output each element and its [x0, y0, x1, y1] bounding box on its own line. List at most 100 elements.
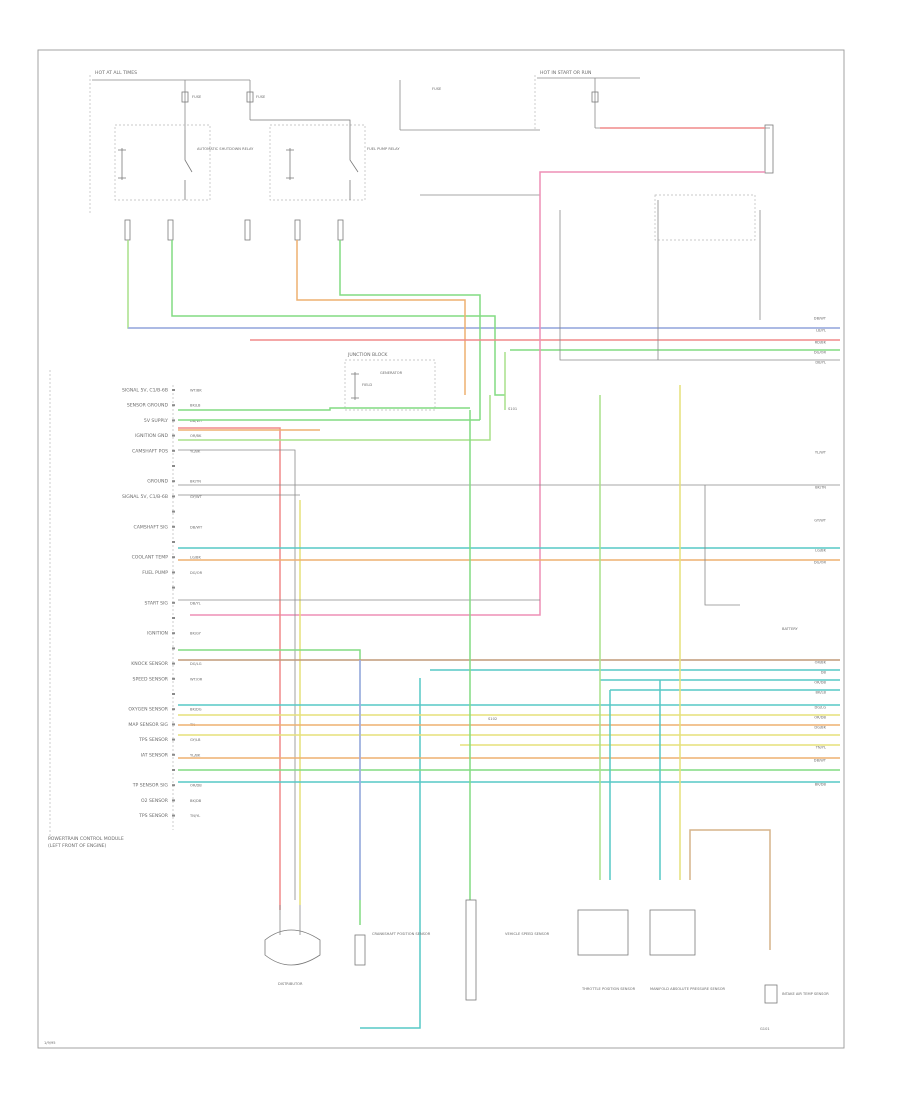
pcm-pin-label: SPEED SENSOR: [133, 676, 169, 682]
pcm-pin: [172, 480, 175, 483]
splice-s101: S101: [508, 407, 517, 411]
distributor-label: DISTRIBUTOR: [278, 982, 303, 986]
pcm-wire-code: BK/DB: [190, 799, 202, 803]
right-wire-code: OR/DB: [814, 716, 826, 720]
automatic-shutdown-relay: AUTOMATIC SHUTDOWN RELAY: [114, 124, 254, 201]
right-wire-code: DG/OR: [814, 561, 827, 565]
right-wire-code: TN/YL: [815, 746, 826, 750]
generator: JUNCTION BLOCK GENERATOR FIELD: [344, 352, 436, 411]
battery-label: BATTERY: [782, 627, 799, 631]
throttle-position-sensor: THROTTLE POSITION SENSOR: [577, 909, 636, 991]
right-wire-code: LB/YL: [816, 329, 826, 333]
asd-relay-label: AUTOMATIC SHUTDOWN RELAY: [197, 147, 254, 151]
pcm-pin: [172, 541, 175, 543]
pcm-pin-label: SENSOR GROUND: [127, 403, 169, 409]
pcm-wire-code: GY/LB: [190, 738, 201, 742]
right-wire-code: DG/OR: [814, 351, 827, 355]
crank-sensor-label: CRANKSHAFT POSITION SENSOR: [372, 932, 431, 936]
right-wire-code: DB: [821, 671, 827, 675]
pcm-pin-label: CAMSHAFT SIG: [134, 524, 169, 530]
hot-at-all-times-label: HOT AT ALL TIMES: [95, 70, 137, 76]
pcm-pin: [172, 738, 175, 741]
page-id: 1/9/95: [44, 1041, 56, 1045]
vehicle-speed-sensor: VEHICLE SPEED SENSOR: [465, 899, 550, 1001]
pcm-pin: [172, 799, 175, 802]
hot-in-start-run-label: HOT IN START OR RUN: [540, 70, 591, 76]
pcm-pin: [172, 419, 175, 422]
pcm-wire-code: LG/BK: [190, 556, 201, 560]
pcm-pin-label: IGNITION GND: [135, 433, 168, 439]
powertrain-control-module: POWERTRAIN CONTROL MODULE (LEFT FRONT OF…: [48, 370, 174, 849]
pcm-pin: [172, 404, 175, 407]
distributor: DISTRIBUTOR: [264, 905, 321, 986]
pcm-pin-label: TPS SENSOR: [138, 813, 169, 819]
pcm-pin-label: SIGNAL 5V, C1/B-6B: [122, 494, 168, 500]
right-wire-code: DB/WT: [814, 317, 827, 321]
diagram-frame: [37, 49, 845, 1049]
pcm-pin: [172, 693, 175, 695]
pcm-wire-code: BK/DG: [190, 708, 202, 712]
pcm-pin: [172, 556, 175, 559]
pcm-pin-label: COOLANT TEMP: [132, 555, 169, 561]
tps-label: THROTTLE POSITION SENSOR: [581, 987, 636, 991]
fuse-center-label: FUSE: [432, 87, 442, 91]
pcm-wire-code: YL/BK: [190, 449, 201, 453]
pink-battery-wire: [190, 171, 765, 616]
pcm-pin: [172, 769, 175, 771]
map-sensor: MANIFOLD ABSOLUTE PRESSURE SENSOR: [649, 909, 726, 991]
iat-label: INTAKE AIR TEMP SENSOR: [782, 992, 829, 996]
pcm-wire-code: BK/GY: [190, 632, 202, 636]
pcm-pin-label: IAT SENSOR: [141, 752, 169, 758]
pcm-wire-code: DB/WT: [190, 419, 203, 423]
pcm-pin-label: GROUND: [147, 479, 168, 485]
pcm-pin-label: FUEL PUMP: [142, 570, 168, 576]
pcm-pin: [172, 784, 175, 787]
pcm-pin: [172, 510, 175, 513]
right-wire-code: GY/WT: [814, 519, 827, 523]
pcm-pin: [172, 571, 175, 574]
ground-label: G101: [760, 1027, 770, 1031]
pcm-wire-code: GY/WT: [190, 495, 203, 499]
right-wire-code: YL/WT: [815, 451, 827, 455]
pcm-pin: [172, 495, 175, 498]
pcm-pin-label: TPS SENSOR: [138, 737, 169, 743]
pcm-pin: [172, 647, 175, 650]
right-wire-codes: DB/WTLB/YLRD/BKDG/ORDB/YLYL/WTBK/TNGY/WT…: [814, 317, 827, 787]
vss-label: VEHICLE SPEED SENSOR: [505, 932, 550, 936]
pcm-pin: [172, 708, 175, 711]
fuel-pump-relay: FUEL PUMP RELAY: [250, 119, 400, 201]
pcm-pin: [172, 465, 175, 467]
right-wire-code: BK/TN: [815, 486, 826, 490]
pcm-pin: [172, 814, 175, 817]
pcm-wire-code: DB/WT: [190, 525, 203, 529]
pcm-pin: [172, 662, 175, 665]
pcm-pin: [172, 389, 175, 391]
pcm-wire-code: BK/TN: [190, 480, 201, 484]
pcm-pin: [172, 434, 175, 437]
pcm-pin: [172, 525, 175, 528]
right-wire-code: DG/BK: [814, 726, 826, 730]
pcm-pin-label: IGNITION: [147, 631, 168, 637]
crankshaft-sensor: CRANKSHAFT POSITION SENSOR: [354, 932, 431, 966]
pcm-pin-label: KNOCK SENSOR: [131, 661, 169, 667]
top-center-fuse: FUSE: [399, 80, 540, 196]
right-wire-code: DB/WT: [814, 759, 827, 763]
pcm-pin-label: TP SENSOR SIG: [132, 783, 169, 789]
right-wire-code: RD/BK: [815, 341, 827, 345]
pcm-wire-code: DG/LG: [190, 662, 202, 666]
fuse-left-label: FUSE: [192, 95, 202, 99]
pcm-pin: [172, 586, 175, 589]
pcm-wire-code: YL/BK: [190, 753, 201, 757]
pcm-pin: [172, 723, 175, 726]
pcm-wire-code: TN/YL: [189, 814, 200, 818]
right-wire-code: BK/DB: [815, 783, 827, 787]
pcm-wire-code: WT/OR: [190, 677, 203, 681]
pcm-pin: [172, 753, 175, 756]
right-wire-code: BK/LB: [815, 691, 826, 695]
pcm-pin-label: OXYGEN SENSOR: [128, 707, 168, 713]
pcm-wire-code: WT/BK: [190, 389, 202, 393]
right-wire-code: DG/LG: [814, 706, 826, 710]
pcm-wire-code: DB/YL: [190, 601, 201, 605]
pcm-sublabel: (LEFT FRONT OF ENGINE): [48, 843, 107, 849]
